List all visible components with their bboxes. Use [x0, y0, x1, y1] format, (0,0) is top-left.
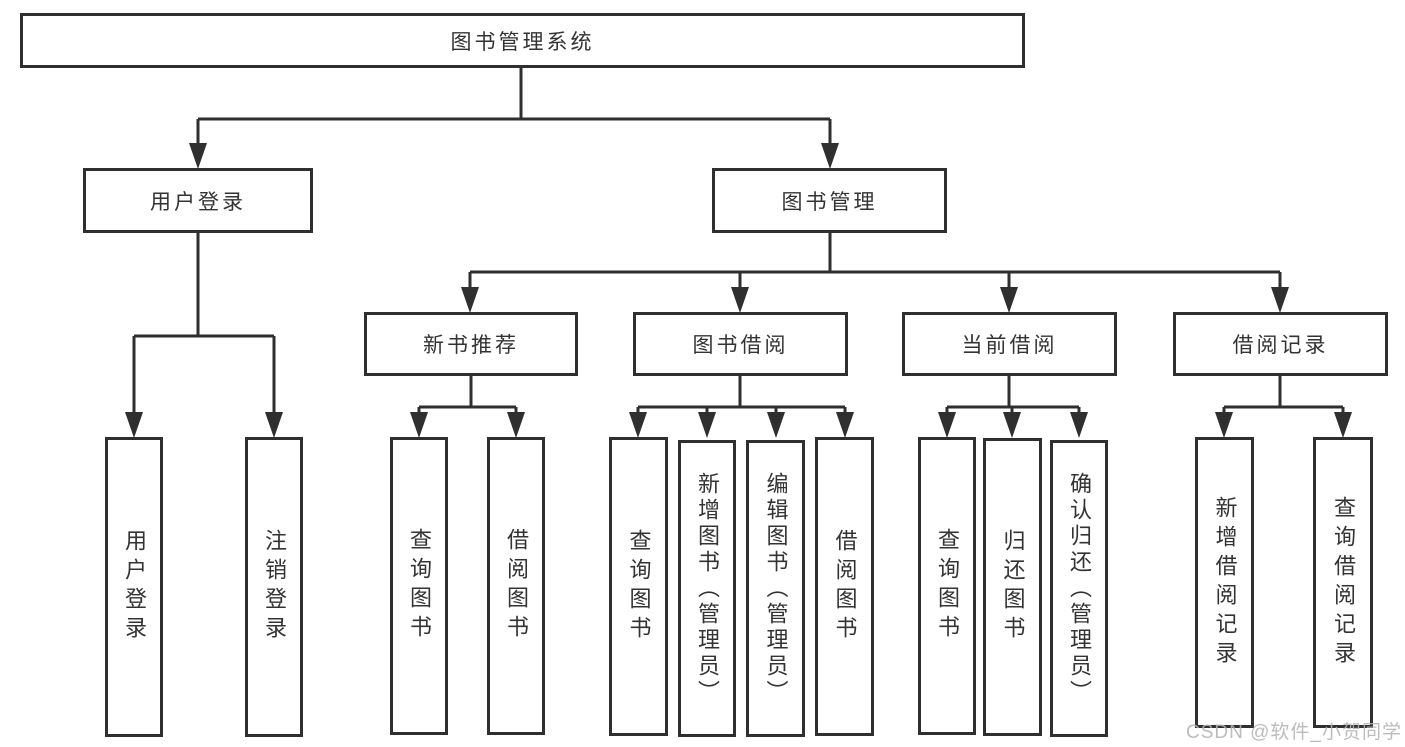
leaf-confirm-return-admin: 确认归还（管理员）: [1050, 440, 1108, 737]
node-book-management: 图书管理: [712, 168, 947, 233]
leaf-label: 用户登录: [122, 529, 147, 645]
node-label: 当前借阅: [961, 334, 1058, 357]
node-current-borrow: 当前借阅: [902, 312, 1117, 376]
node-book-borrow: 图书借阅: [633, 312, 848, 376]
node-new-book-recommend: 新书推荐: [364, 312, 578, 376]
leaf-label: 编辑图书（管理员）: [763, 471, 789, 706]
leaf-query-books-recommend: 查询图书: [390, 437, 448, 735]
leaf-label: 查询图书: [935, 528, 960, 644]
leaf-query-borrow-record: 查询借阅记录: [1313, 437, 1373, 728]
node-library-system: 图书管理系统: [20, 13, 1025, 68]
leaf-edit-books-admin: 编辑图书（管理员）: [746, 440, 805, 737]
leaf-add-borrow-record: 新增借阅记录: [1195, 437, 1254, 728]
leaf-borrow-books-recommend: 借阅图书: [487, 437, 545, 735]
node-label: 借阅记录: [1232, 334, 1329, 357]
node-label: 图书管理: [781, 190, 878, 214]
leaf-user-login: 用户登录: [105, 437, 163, 737]
leaf-query-books-borrow: 查询图书: [609, 437, 668, 736]
node-label: 图书管理系统: [450, 30, 595, 54]
leaf-label: 确认归还（管理员）: [1067, 471, 1092, 706]
leaf-logout-login: 注销登录: [245, 437, 303, 737]
node-label: 用户登录: [150, 190, 246, 214]
leaf-add-books-admin: 新增图书（管理员）: [678, 440, 736, 737]
leaf-borrow-books: 借阅图书: [815, 437, 874, 736]
leaf-label: 归还图书: [1000, 529, 1026, 645]
leaf-label: 查询借阅记录: [1331, 495, 1356, 670]
leaf-return-books: 归还图书: [983, 438, 1042, 736]
node-borrow-records: 借阅记录: [1173, 312, 1388, 376]
node-label: 图书借阅: [692, 334, 789, 357]
node-label: 新书推荐: [423, 334, 519, 357]
leaf-label: 借阅图书: [504, 528, 529, 644]
leaf-query-books-current: 查询图书: [918, 437, 976, 735]
arrowheads: [125, 143, 1352, 438]
watermark: CSDN @软件_小贺同学: [1186, 722, 1402, 743]
node-user-login: 用户登录: [83, 168, 313, 233]
leaf-label: 注销登录: [262, 529, 287, 645]
leaf-label: 查询图书: [407, 528, 432, 644]
leaf-label: 新增图书（管理员）: [695, 471, 720, 706]
leaf-label: 新增借阅记录: [1212, 495, 1238, 670]
leaf-label: 借阅图书: [832, 528, 858, 645]
leaf-label: 查询图书: [626, 528, 652, 645]
